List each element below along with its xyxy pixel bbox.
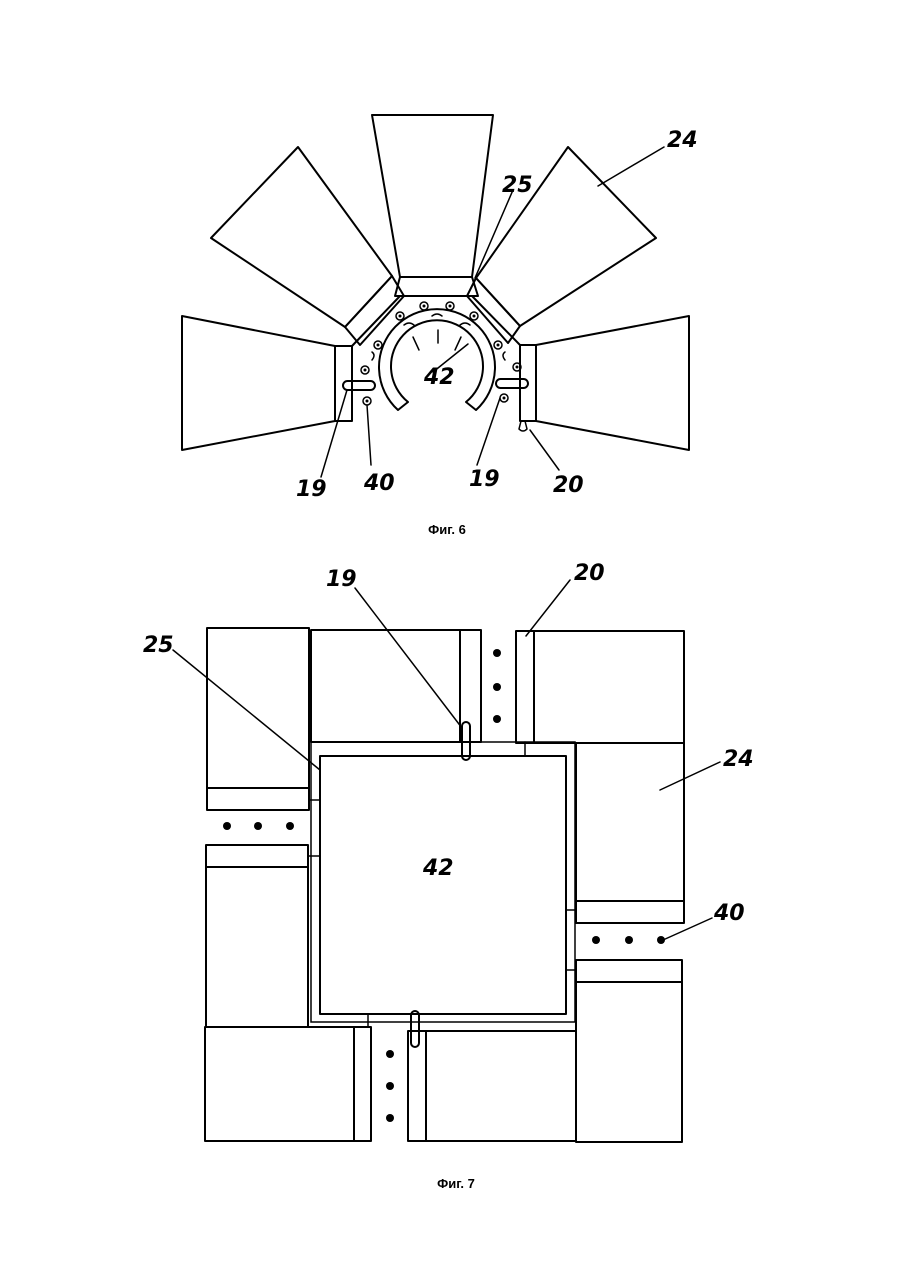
panel-right-lower <box>576 960 682 1142</box>
label-24-fig6: 24 <box>667 128 698 153</box>
label-19-right-fig6: 19 <box>469 467 500 492</box>
label-24-fig7: 24 <box>723 747 754 772</box>
central-arc-element <box>379 309 495 410</box>
figure-7: 19 20 25 24 42 40 Фиг. 7 <box>143 561 754 1191</box>
label-40-fig6: 40 <box>363 471 395 496</box>
top-panel <box>372 115 493 296</box>
label-42-fig7: 42 <box>422 856 454 881</box>
label-25-fig6: 25 <box>502 173 533 198</box>
leader-lines-fig7 <box>173 580 720 940</box>
bolt-rows <box>223 649 665 1122</box>
label-20-fig7: 20 <box>574 561 605 586</box>
panel-bottom-center <box>408 1031 576 1141</box>
panel-left-middle <box>206 845 308 1027</box>
panel-top-right <box>516 631 684 743</box>
panel-top-center <box>311 630 481 742</box>
panel-bottom-left <box>205 1027 371 1141</box>
caption-fig7: Фиг. 7 <box>437 1176 475 1191</box>
label-19-left-fig6: 19 <box>296 477 327 502</box>
upper-left-panel <box>211 147 404 345</box>
latch-pins-fig7 <box>411 722 470 1047</box>
label-25-fig7: 25 <box>143 633 174 658</box>
label-40-fig7: 40 <box>713 901 745 926</box>
label-19-fig7: 19 <box>326 567 357 592</box>
central-frame <box>311 742 575 1022</box>
right-panel <box>520 316 689 450</box>
panel-right-upper <box>576 743 684 923</box>
label-42-fig6: 42 <box>423 365 455 390</box>
leader-lines-fig6 <box>321 147 664 477</box>
left-panel <box>182 316 352 450</box>
central-block <box>320 756 566 1014</box>
caption-fig6: Фиг. 6 <box>428 522 466 537</box>
upper-right-panel <box>467 147 656 343</box>
label-20-fig6: 20 <box>553 473 584 498</box>
figure-6: 24 25 42 19 40 19 20 Фиг. 6 <box>182 115 698 537</box>
frame-connectors <box>308 742 576 1027</box>
